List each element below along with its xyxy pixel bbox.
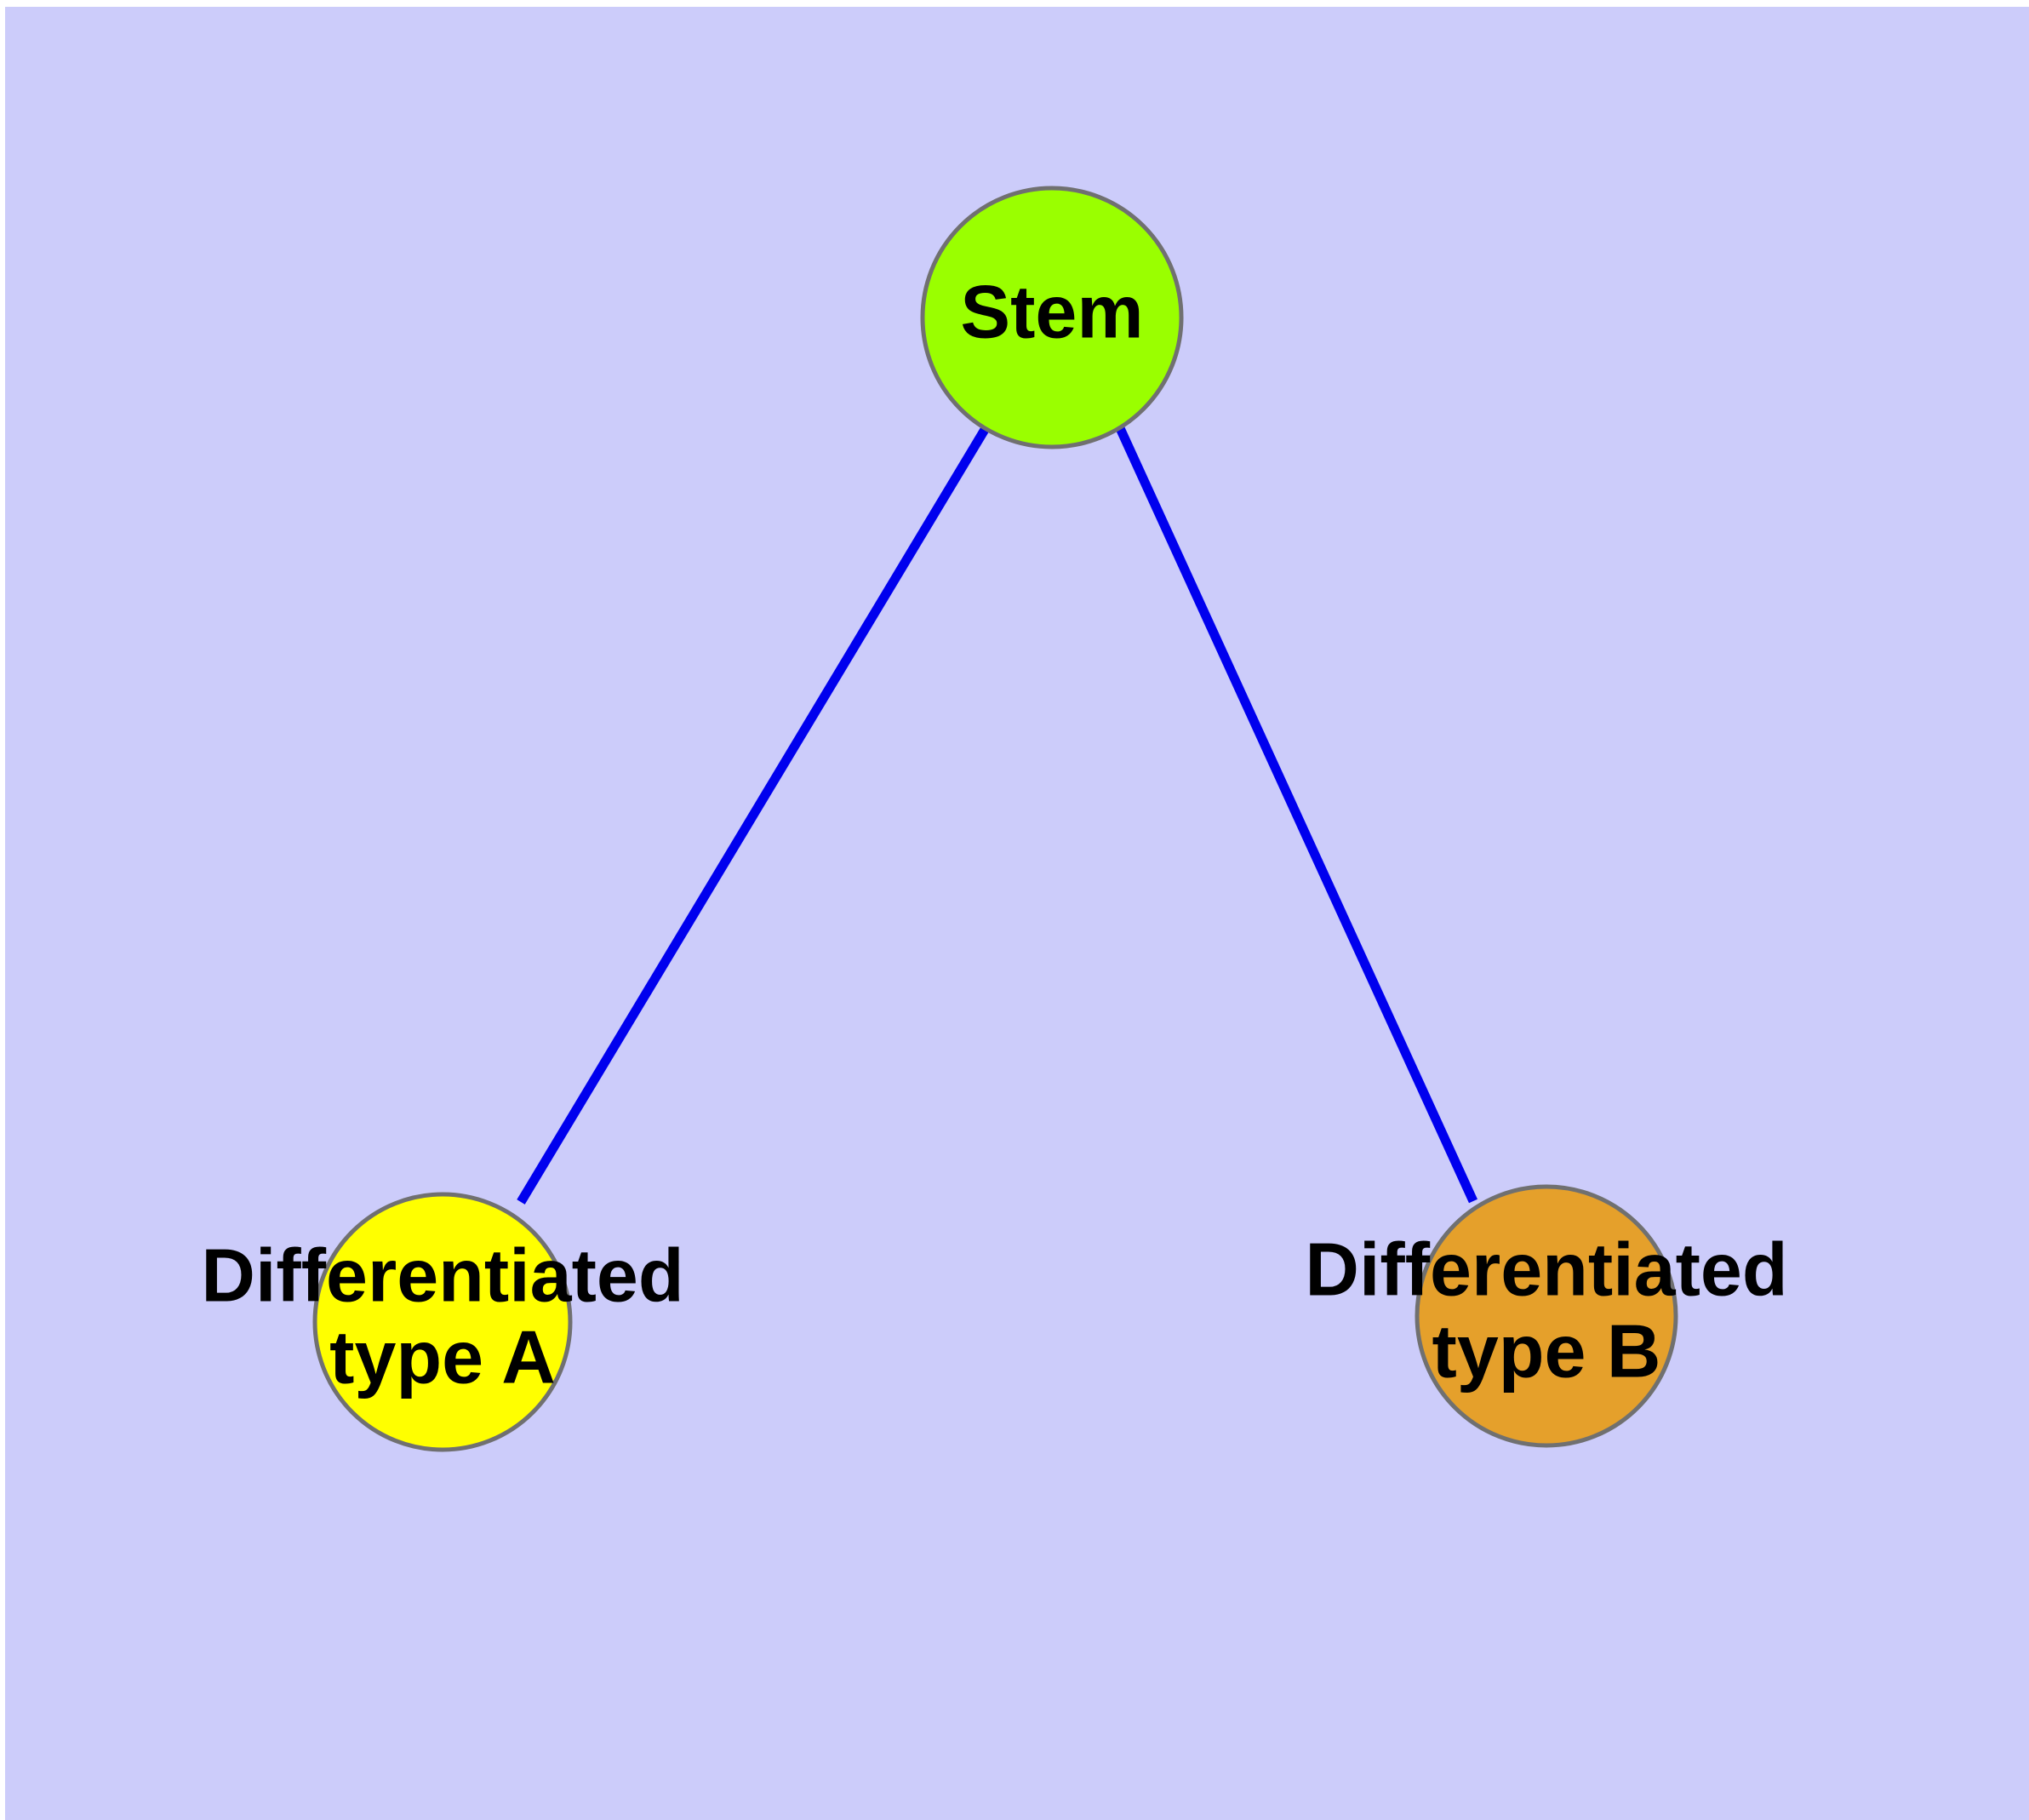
node-stem-label-line1: Stem [960,269,1143,353]
node-differentiated-type-a[interactable]: Differentiated type A [201,1192,684,1452]
node-differentiated-type-b[interactable]: Differentiated type B [1305,1184,1788,1448]
edge-stem-to-differentiated-type-b[interactable] [1115,426,1478,1204]
edge-stem-to-differentiated-type-a[interactable] [517,426,990,1205]
node-stem[interactable]: Stem [920,186,1184,449]
nodes-layer: Stem Differentiated type A Differentiate… [201,186,1788,1452]
edges-layer [517,426,1478,1205]
node-differentiated-type-a-label-line2: type A [329,1314,556,1399]
node-differentiated-type-b-label-line1: Differentiated [1305,1227,1787,1311]
node-differentiated-type-b-label-line2: type B [1432,1308,1661,1393]
node-differentiated-type-a-circle[interactable] [312,1192,573,1452]
node-differentiated-type-a-label-line1: Differentiated [201,1233,683,1317]
node-differentiated-type-b-circle[interactable] [1415,1184,1678,1448]
node-stem-circle[interactable] [920,186,1184,449]
